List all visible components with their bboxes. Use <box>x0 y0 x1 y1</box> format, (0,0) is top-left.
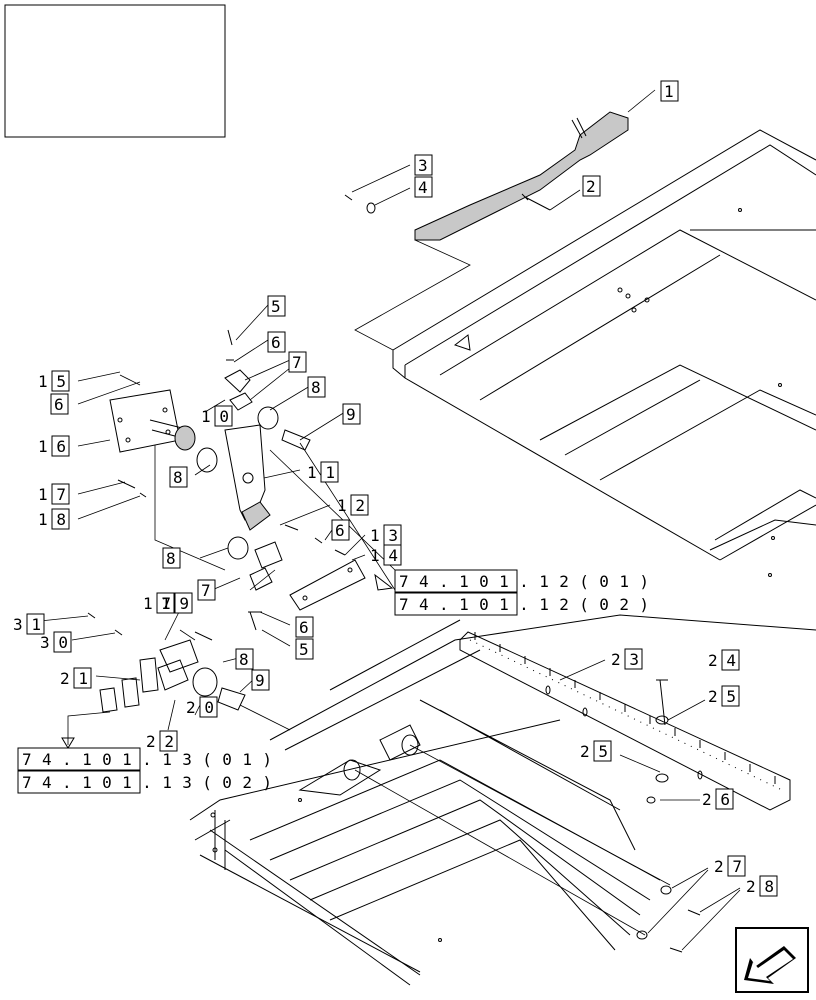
callout-30: 30 <box>40 631 72 653</box>
callout-9: 9 <box>342 403 361 425</box>
callout-number: 5 <box>271 297 281 316</box>
callout-8: 8 <box>162 547 181 569</box>
callout-number: 8 <box>239 650 249 669</box>
cross-reference[interactable]: 74.101.13(02) <box>17 770 272 794</box>
reel-frame-drawing <box>189 614 816 986</box>
callout-19: 19 <box>161 592 193 614</box>
callout-number: 8 <box>311 378 321 397</box>
callout-4: 4 <box>414 176 433 198</box>
callout-16: 16 <box>38 435 70 457</box>
callout-18: 18 <box>38 508 70 530</box>
callout-8: 8 <box>235 648 254 670</box>
callout-number: 9 <box>255 671 265 690</box>
title-frame <box>4 4 226 138</box>
callout-number: 8 <box>166 549 176 568</box>
cross-reference-text: 74.101.12(02) <box>399 595 649 614</box>
callout-17: 17 <box>143 592 175 614</box>
callout-24: 24 <box>708 649 740 671</box>
callout-number: 6 <box>54 395 64 414</box>
callout-number: 1 <box>664 82 674 101</box>
callout-23: 23 <box>611 648 643 670</box>
callout-6: 6 <box>50 393 69 415</box>
callout-14: 14 <box>370 544 402 566</box>
callout-number: 8 <box>173 468 183 487</box>
header-frame-drawing <box>392 129 816 577</box>
callout-2: 2 <box>582 175 601 197</box>
callout-6: 6 <box>295 616 314 638</box>
cross-reference-text: 74.101.13(02) <box>22 773 272 792</box>
callout-1: 1 <box>660 80 679 102</box>
callout-22: 22 <box>146 730 178 752</box>
callout-10: 10 <box>201 405 233 427</box>
callout-number: 6 <box>335 521 345 540</box>
callout-5: 5 <box>295 638 314 660</box>
callout-7: 7 <box>197 579 216 601</box>
callout-8: 8 <box>169 466 188 488</box>
callout-25: 25 <box>580 740 612 762</box>
callout-15: 15 <box>38 370 70 392</box>
callout-27: 27 <box>714 855 746 877</box>
bracket-assembly-lower <box>199 504 394 647</box>
callout-9: 9 <box>251 669 270 691</box>
previous-page-arrow-icon[interactable] <box>735 927 809 993</box>
cross-reference[interactable]: 74.101.12(01) <box>394 569 649 593</box>
callout-number: 7 <box>292 353 302 372</box>
callout-7: 7 <box>288 351 307 373</box>
cross-reference-text: 74.101.13(01) <box>22 750 272 769</box>
callout-13: 13 <box>370 524 402 546</box>
callout-number: 4 <box>418 178 428 197</box>
fasteners-bottom <box>636 867 741 953</box>
callout-6: 6 <box>267 331 286 353</box>
callout-number: 2 <box>586 177 596 196</box>
callout-8: 8 <box>307 376 326 398</box>
callout-28: 28 <box>746 875 778 897</box>
callout-number: 9 <box>346 405 356 424</box>
callout-20: 20 <box>186 696 218 718</box>
callout-25: 25 <box>708 685 740 707</box>
callout-26: 26 <box>702 788 734 810</box>
cross-reference[interactable]: 74.101.13(01) <box>17 747 272 771</box>
cutter-bar-drawing <box>459 631 791 811</box>
callout-6: 6 <box>331 519 350 541</box>
fasteners-top <box>344 164 581 214</box>
cross-reference-labels: 74.101.12(01) 74.101.12(02) 74.101.13(01) 7… <box>17 569 649 794</box>
callout-number: 7 <box>201 581 211 600</box>
callout-number: 5 <box>299 640 309 659</box>
callout-5: 5 <box>267 295 286 317</box>
shield-plate <box>354 89 656 351</box>
callout-21: 21 <box>60 667 92 689</box>
cross-reference[interactable]: 74.101.12(02) <box>394 592 649 616</box>
cross-reference-text: 74.101.12(01) <box>399 572 649 591</box>
callout-number: 3 <box>418 156 428 175</box>
callout-11: 11 <box>307 461 339 483</box>
callout-12: 12 <box>337 494 369 516</box>
callout-number: 6 <box>299 618 309 637</box>
callout-17: 17 <box>38 483 70 505</box>
callout-3: 3 <box>414 154 433 176</box>
bracket-assembly-upper <box>77 304 396 591</box>
callout-31: 31 <box>13 613 45 635</box>
callout-number: 6 <box>271 333 281 352</box>
